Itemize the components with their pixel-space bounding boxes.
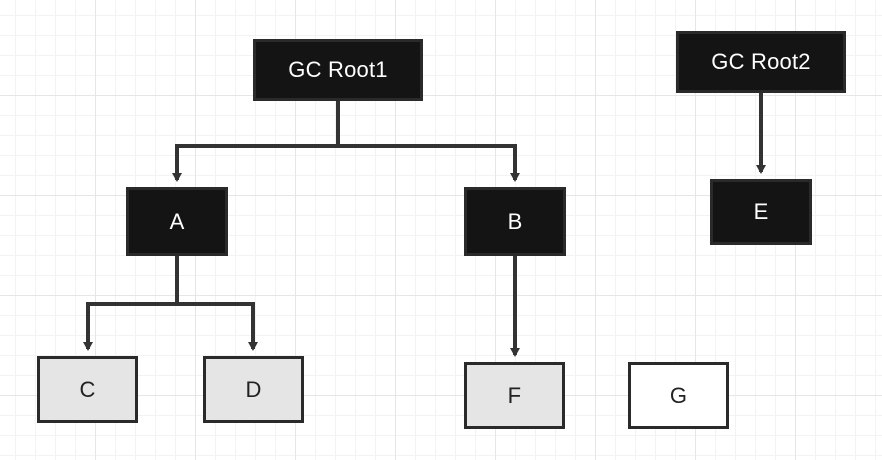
node-label: B — [507, 208, 523, 234]
node-label: C — [79, 376, 96, 402]
node-a[interactable]: A — [126, 187, 228, 256]
edge-root1-to-b — [338, 144, 520, 182]
node-gc-root1[interactable]: GC Root1 — [253, 39, 423, 101]
node-label: F — [507, 382, 522, 408]
node-g[interactable]: G — [628, 362, 729, 429]
edge-a-to-c — [83, 256, 179, 351]
node-label: A — [169, 208, 185, 234]
edge-a-to-d — [177, 302, 258, 351]
node-f[interactable]: F — [464, 362, 565, 429]
node-d[interactable]: D — [203, 356, 304, 423]
node-label: GC Root1 — [288, 57, 388, 82]
node-e[interactable]: E — [710, 179, 812, 245]
node-label: G — [669, 382, 688, 408]
node-b[interactable]: B — [464, 187, 566, 256]
node-c[interactable]: C — [37, 356, 138, 423]
node-label: E — [753, 199, 769, 224]
node-label: GC Root2 — [711, 49, 811, 74]
node-label: D — [245, 376, 262, 402]
node-gc-root2[interactable]: GC Root2 — [676, 31, 846, 93]
edge-root1-to-a — [172, 101, 340, 182]
